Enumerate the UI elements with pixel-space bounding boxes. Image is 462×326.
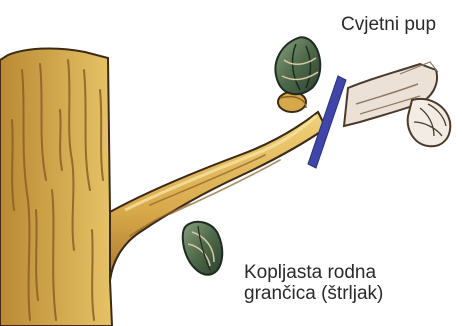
- spur-label-line1: Kopljasta rodna: [244, 262, 383, 283]
- removed-twig: [344, 62, 450, 146]
- leaf-bud-icon: [183, 222, 223, 275]
- spur-label-line2: grančica (štrljak): [244, 283, 383, 304]
- flower-bud-icon: [275, 37, 320, 112]
- flower-bud-label: Cvjetni pup: [341, 14, 436, 35]
- spur-label: Kopljasta rodna grančica (štrljak): [244, 262, 383, 304]
